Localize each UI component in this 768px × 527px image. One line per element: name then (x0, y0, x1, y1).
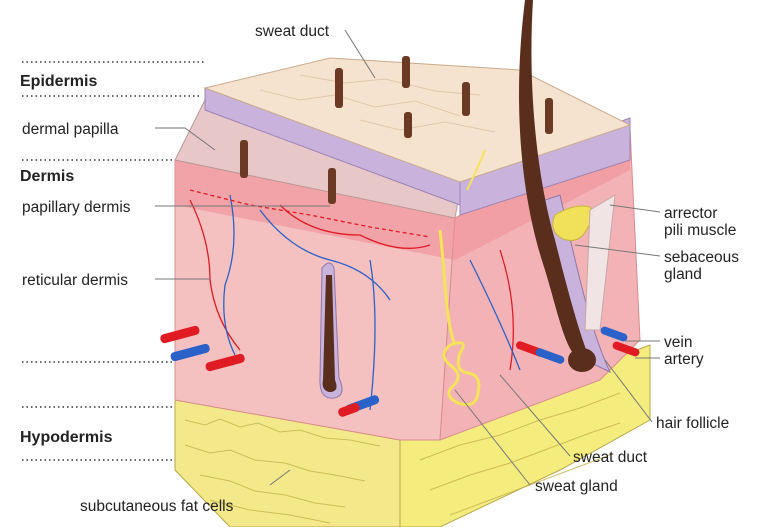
vessel-ends (160, 325, 640, 417)
label-subcutaneous-fat-cells: subcutaneous fat cells (80, 498, 234, 515)
hair-follicle (519, 0, 616, 374)
label-hair-follicle: hair follicle (656, 415, 729, 432)
label-arrector-1: arrector (664, 205, 717, 222)
sebaceous-gland (552, 205, 595, 241)
label-sweat-gland: sweat gland (535, 478, 618, 495)
label-dermis: Dermis (20, 168, 74, 185)
sweat-gland (438, 149, 486, 407)
label-artery: artery (664, 351, 704, 368)
label-reticular-dermis: reticular dermis (22, 272, 128, 289)
label-dermal-papilla: dermal papilla (22, 121, 119, 138)
label-sebaceous-2: gland (664, 266, 702, 283)
label-sebaceous-1: sebaceous (664, 249, 739, 266)
label-papillary-dermis: papillary dermis (22, 199, 131, 216)
label-sweat-duct: sweat duct (573, 449, 648, 466)
surface-hairs (240, 56, 553, 204)
label-epidermis: Epidermis (20, 73, 97, 90)
label-arrector-2: pili muscle (664, 222, 736, 239)
label-hypodermis: Hypodermis (20, 429, 113, 446)
label-vein: vein (664, 334, 692, 351)
leader-lines (155, 29, 661, 486)
arrector-pili-muscle (584, 194, 616, 331)
layer-guides (22, 61, 205, 461)
dermis-hair (322, 275, 337, 392)
blood-vessels (189, 189, 521, 411)
label-sweat-duct-top: sweat duct (255, 23, 330, 40)
